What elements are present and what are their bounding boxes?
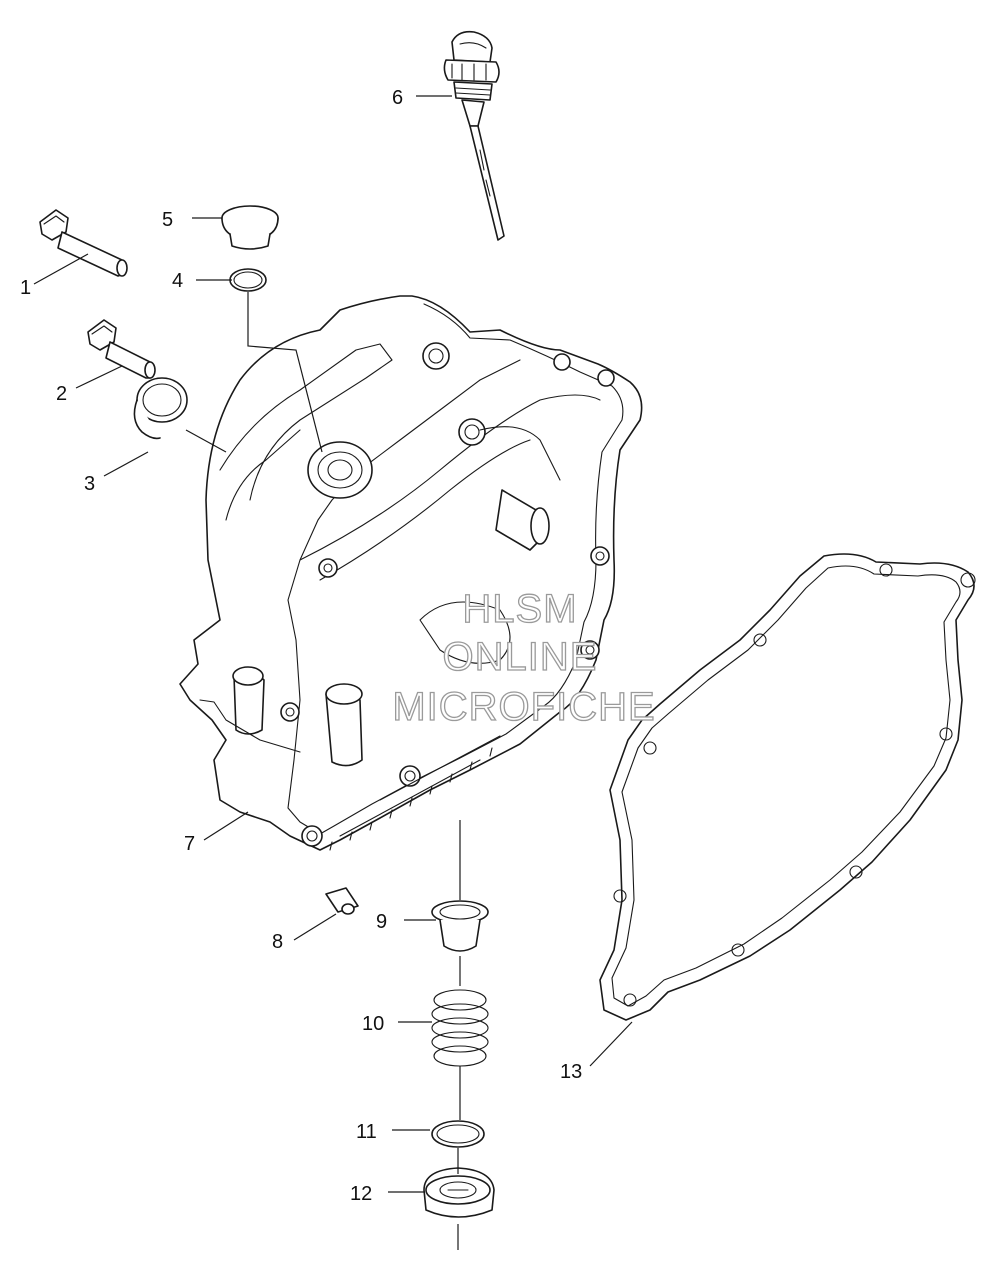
part-9-strainer <box>431 900 489 952</box>
part-7-crankcase-cover <box>179 295 643 851</box>
callout-1: 1 <box>20 277 31 299</box>
callout-labels: 1 2 3 4 5 6 7 8 9 10 11 12 13 <box>20 87 582 1205</box>
part-13-gasket <box>599 553 976 1021</box>
part-1-bolt <box>39 209 128 277</box>
callout-9: 9 <box>376 911 387 933</box>
callout-10: 10 <box>362 1013 384 1035</box>
part-4-oring <box>229 268 267 292</box>
callout-6: 6 <box>392 87 403 109</box>
part-10-spring <box>431 989 489 1067</box>
callout-3: 3 <box>84 473 95 495</box>
callout-12: 12 <box>350 1183 372 1205</box>
part-12-drain-plug <box>423 1167 495 1218</box>
part-5-cap <box>221 205 279 250</box>
callout-8: 8 <box>272 931 283 953</box>
leader-lines <box>33 95 633 1250</box>
callout-11: 11 <box>356 1121 377 1143</box>
callout-5: 5 <box>162 209 173 231</box>
part-2-bolt <box>87 319 156 379</box>
part-3-seal <box>133 377 188 440</box>
part-8-dowel-pin <box>325 887 359 915</box>
callout-4: 4 <box>172 270 183 292</box>
part-11-oring <box>431 1120 485 1148</box>
callout-7: 7 <box>184 833 195 855</box>
part-6-dipstick <box>443 30 505 241</box>
watermark-line1: HLSM <box>462 587 577 631</box>
watermark-line3: MICROFICHE <box>392 685 655 729</box>
watermark: HLSM ONLINE MICROFICHE <box>392 586 656 729</box>
callout-2: 2 <box>56 383 67 405</box>
watermark-line2: ONLINE <box>443 635 598 679</box>
callout-13: 13 <box>560 1061 582 1083</box>
